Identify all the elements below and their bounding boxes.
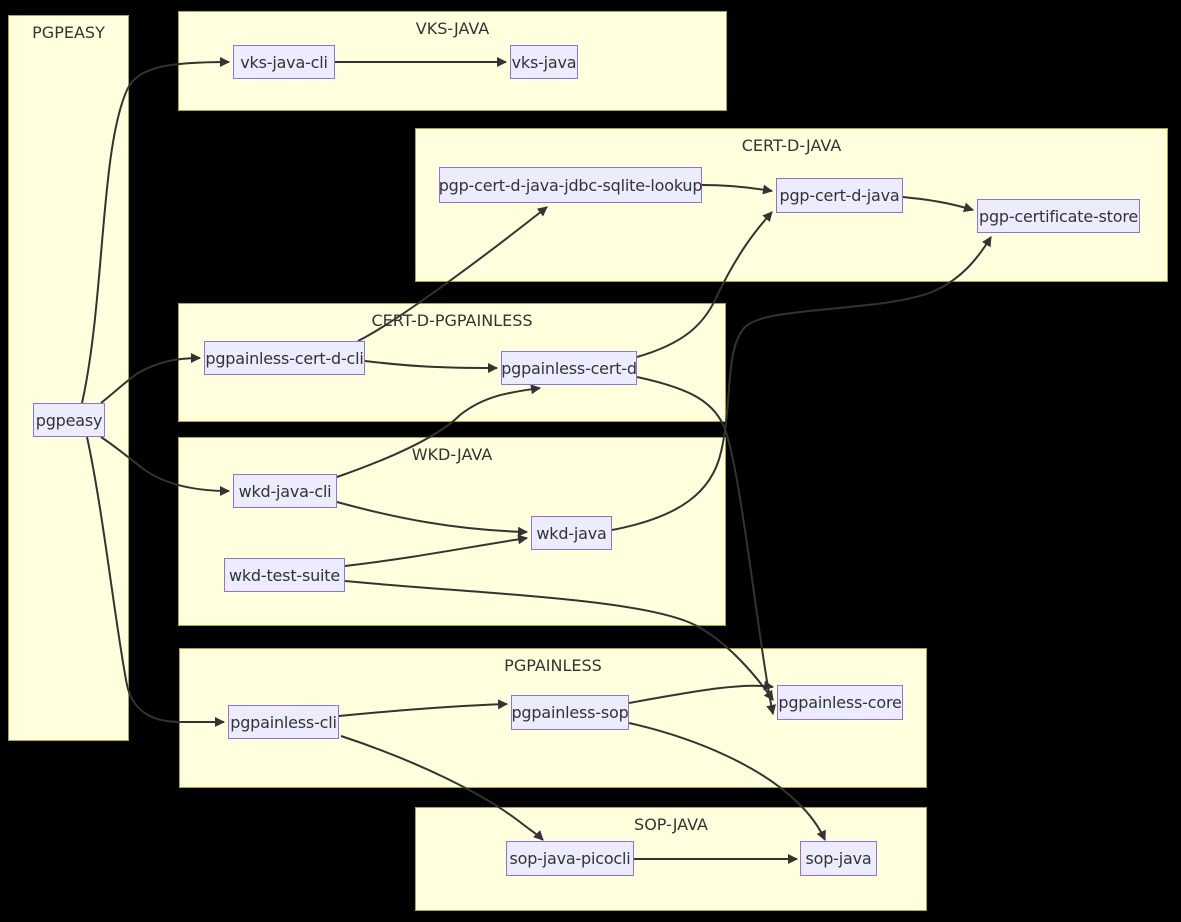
node-pgpainless-cert-d-cli: pgpainless-cert-d-cli <box>204 341 365 375</box>
node-pgpainless-cert-d: pgpainless-cert-d <box>501 351 637 385</box>
node-sop-java: sop-java <box>800 841 877 876</box>
node-pgpeasy: pgpeasy <box>33 403 105 437</box>
node-pgp-cert-d-java-jdbc-sqlite-lookup: pgp-cert-d-java-jdbc-sqlite-lookup <box>439 167 703 203</box>
node-sop-java-picocli: sop-java-picocli <box>506 841 634 876</box>
cluster-title-pgpeasy: PGPEASY <box>32 23 105 42</box>
cluster-title-wkd-java: WKD-JAVA <box>411 445 493 464</box>
cluster-pgpeasy: PGPEASY <box>8 15 129 741</box>
node-vks-java: vks-java <box>510 45 578 79</box>
node-wkd-test-suite: wkd-test-suite <box>224 558 345 592</box>
node-pgpainless-cli: pgpainless-cli <box>228 705 339 739</box>
cluster-wkd-java: WKD-JAVA <box>178 437 726 626</box>
node-pgpainless-sop: pgpainless-sop <box>511 695 629 730</box>
node-wkd-java: wkd-java <box>531 516 612 550</box>
cluster-title-vks-java: VKS-JAVA <box>415 19 490 38</box>
node-pgp-cert-d-java: pgp-cert-d-java <box>776 178 903 213</box>
cluster-title-cert-d-pgpainless: CERT-D-PGPAINLESS <box>371 311 533 330</box>
cluster-title-cert-d-java: CERT-D-JAVA <box>741 136 842 155</box>
cluster-title-pgpainless: PGPAINLESS <box>504 656 602 675</box>
node-pgpainless-core: pgpainless-core <box>777 685 903 720</box>
node-pgp-certificate-store: pgp-certificate-store <box>977 199 1140 233</box>
cluster-title-sop-java: SOP-JAVA <box>634 815 708 834</box>
node-vks-java-cli: vks-java-cli <box>233 45 335 79</box>
node-wkd-java-cli: wkd-java-cli <box>233 474 337 508</box>
